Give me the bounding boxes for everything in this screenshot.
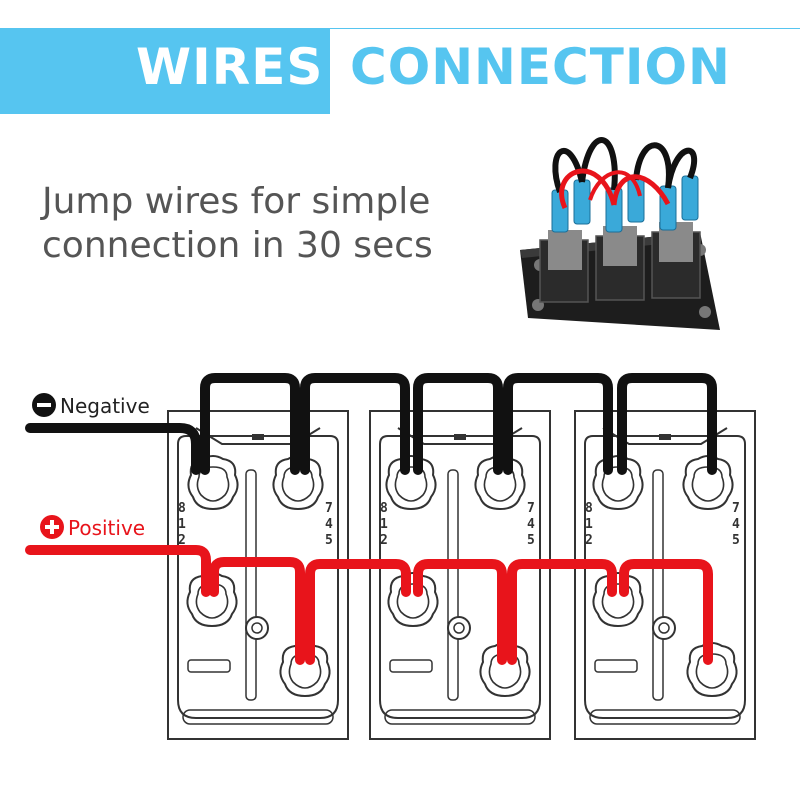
tagline: Jump wires for simple connection in 30 s…	[42, 180, 433, 268]
switch-3	[574, 410, 756, 740]
header-title-connection: CONNECTION	[350, 38, 731, 96]
terminal	[592, 572, 644, 627]
panel-screw	[699, 306, 711, 318]
negative-jumper-wire	[617, 373, 717, 475]
header-title-wires: WIRES	[136, 38, 324, 96]
negative-label-group: Negative	[32, 393, 150, 418]
positive-wires	[25, 545, 713, 665]
negative-lead-wire	[25, 423, 201, 475]
positive-jumper-wire	[305, 559, 411, 665]
negative-wires	[25, 373, 717, 475]
product-photo	[520, 137, 720, 330]
positive-jumper-wire	[619, 559, 713, 665]
header-accent-box	[0, 28, 330, 114]
positive-lead-wire	[25, 545, 211, 597]
negative-label: Negative	[60, 394, 150, 418]
tagline-line-2: connection in 30 secs	[42, 225, 433, 266]
switch-2	[369, 410, 551, 740]
tagline-line-1: Jump wires for simple	[42, 181, 431, 222]
positive-jumper-wire	[209, 557, 305, 665]
positive-jumper-wire	[413, 559, 507, 665]
positive-label: Positive	[68, 516, 145, 540]
positive-jumper-wire	[507, 559, 617, 665]
negative-jumper-wire	[503, 373, 613, 475]
terminals	[186, 455, 738, 697]
negative-jumper-wire	[300, 373, 410, 475]
positive-label-group: Positive	[40, 515, 145, 540]
negative-jumper-wire	[200, 373, 300, 475]
negative-jumper-wire	[413, 373, 503, 475]
terminal	[385, 455, 437, 510]
